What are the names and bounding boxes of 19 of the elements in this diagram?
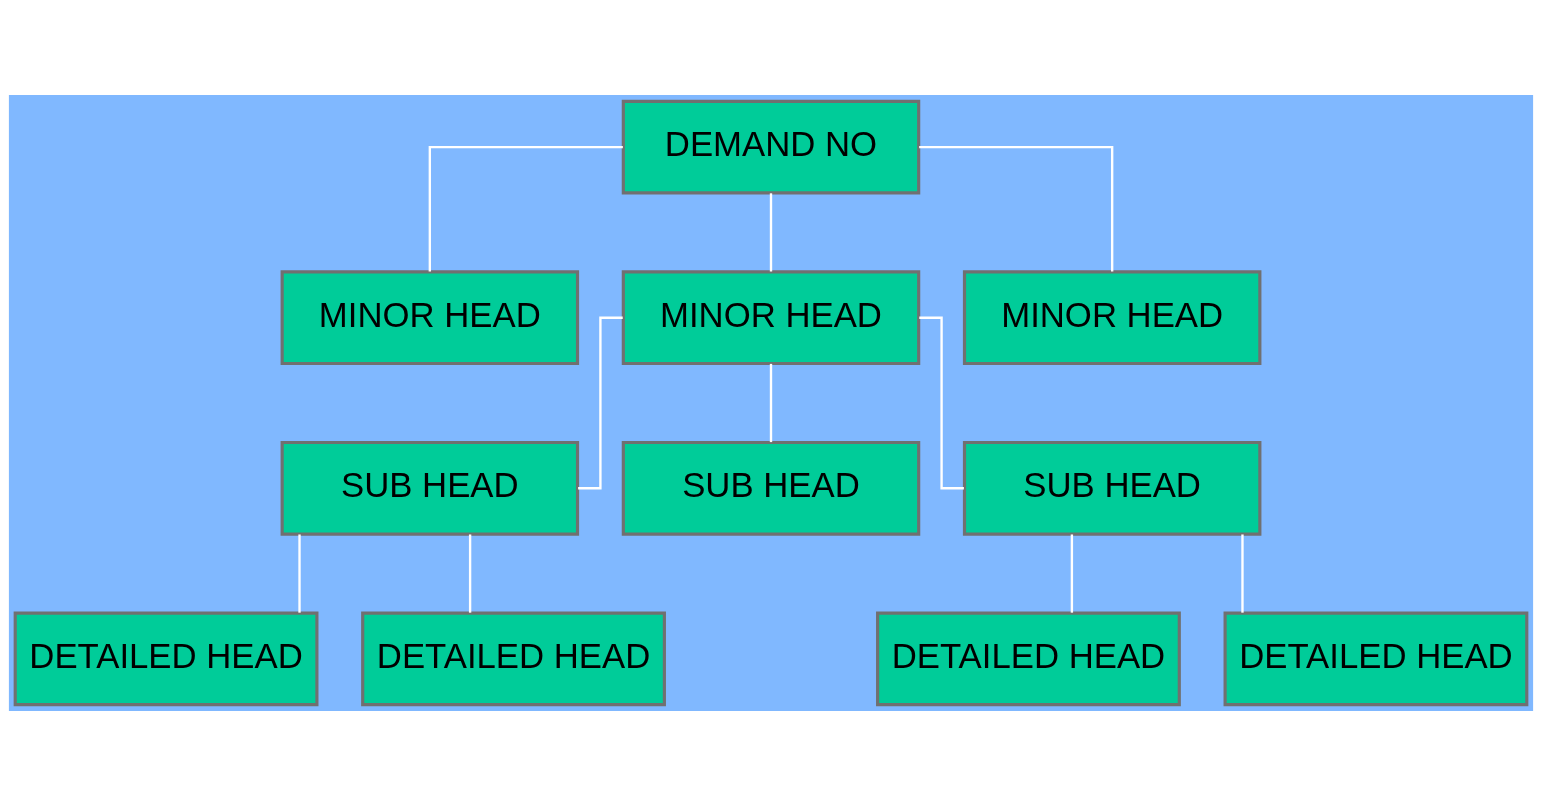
node-box: SUB HEAD — [962, 440, 1262, 536]
node-box: DETAILED HEAD — [361, 611, 666, 706]
node-box: SUB HEAD — [280, 440, 580, 536]
connector — [298, 533, 301, 613]
node-box: SUB HEAD — [621, 440, 921, 536]
connector — [1070, 533, 1074, 613]
connector — [468, 533, 472, 613]
connector — [428, 145, 623, 272]
node-box: DETAILED HEAD — [1223, 611, 1529, 706]
connector — [769, 192, 773, 271]
node-box: MINOR HEAD — [280, 269, 580, 365]
connector — [919, 145, 1114, 272]
node-box: DETAILED HEAD — [13, 611, 319, 706]
connector — [1241, 533, 1244, 613]
node-box: DETAILED HEAD — [876, 611, 1181, 706]
node-box: MINOR HEAD — [962, 269, 1262, 365]
node-box: MINOR HEAD — [621, 269, 921, 365]
connector — [769, 363, 773, 442]
node-box: DEMAND NO — [621, 99, 921, 194]
